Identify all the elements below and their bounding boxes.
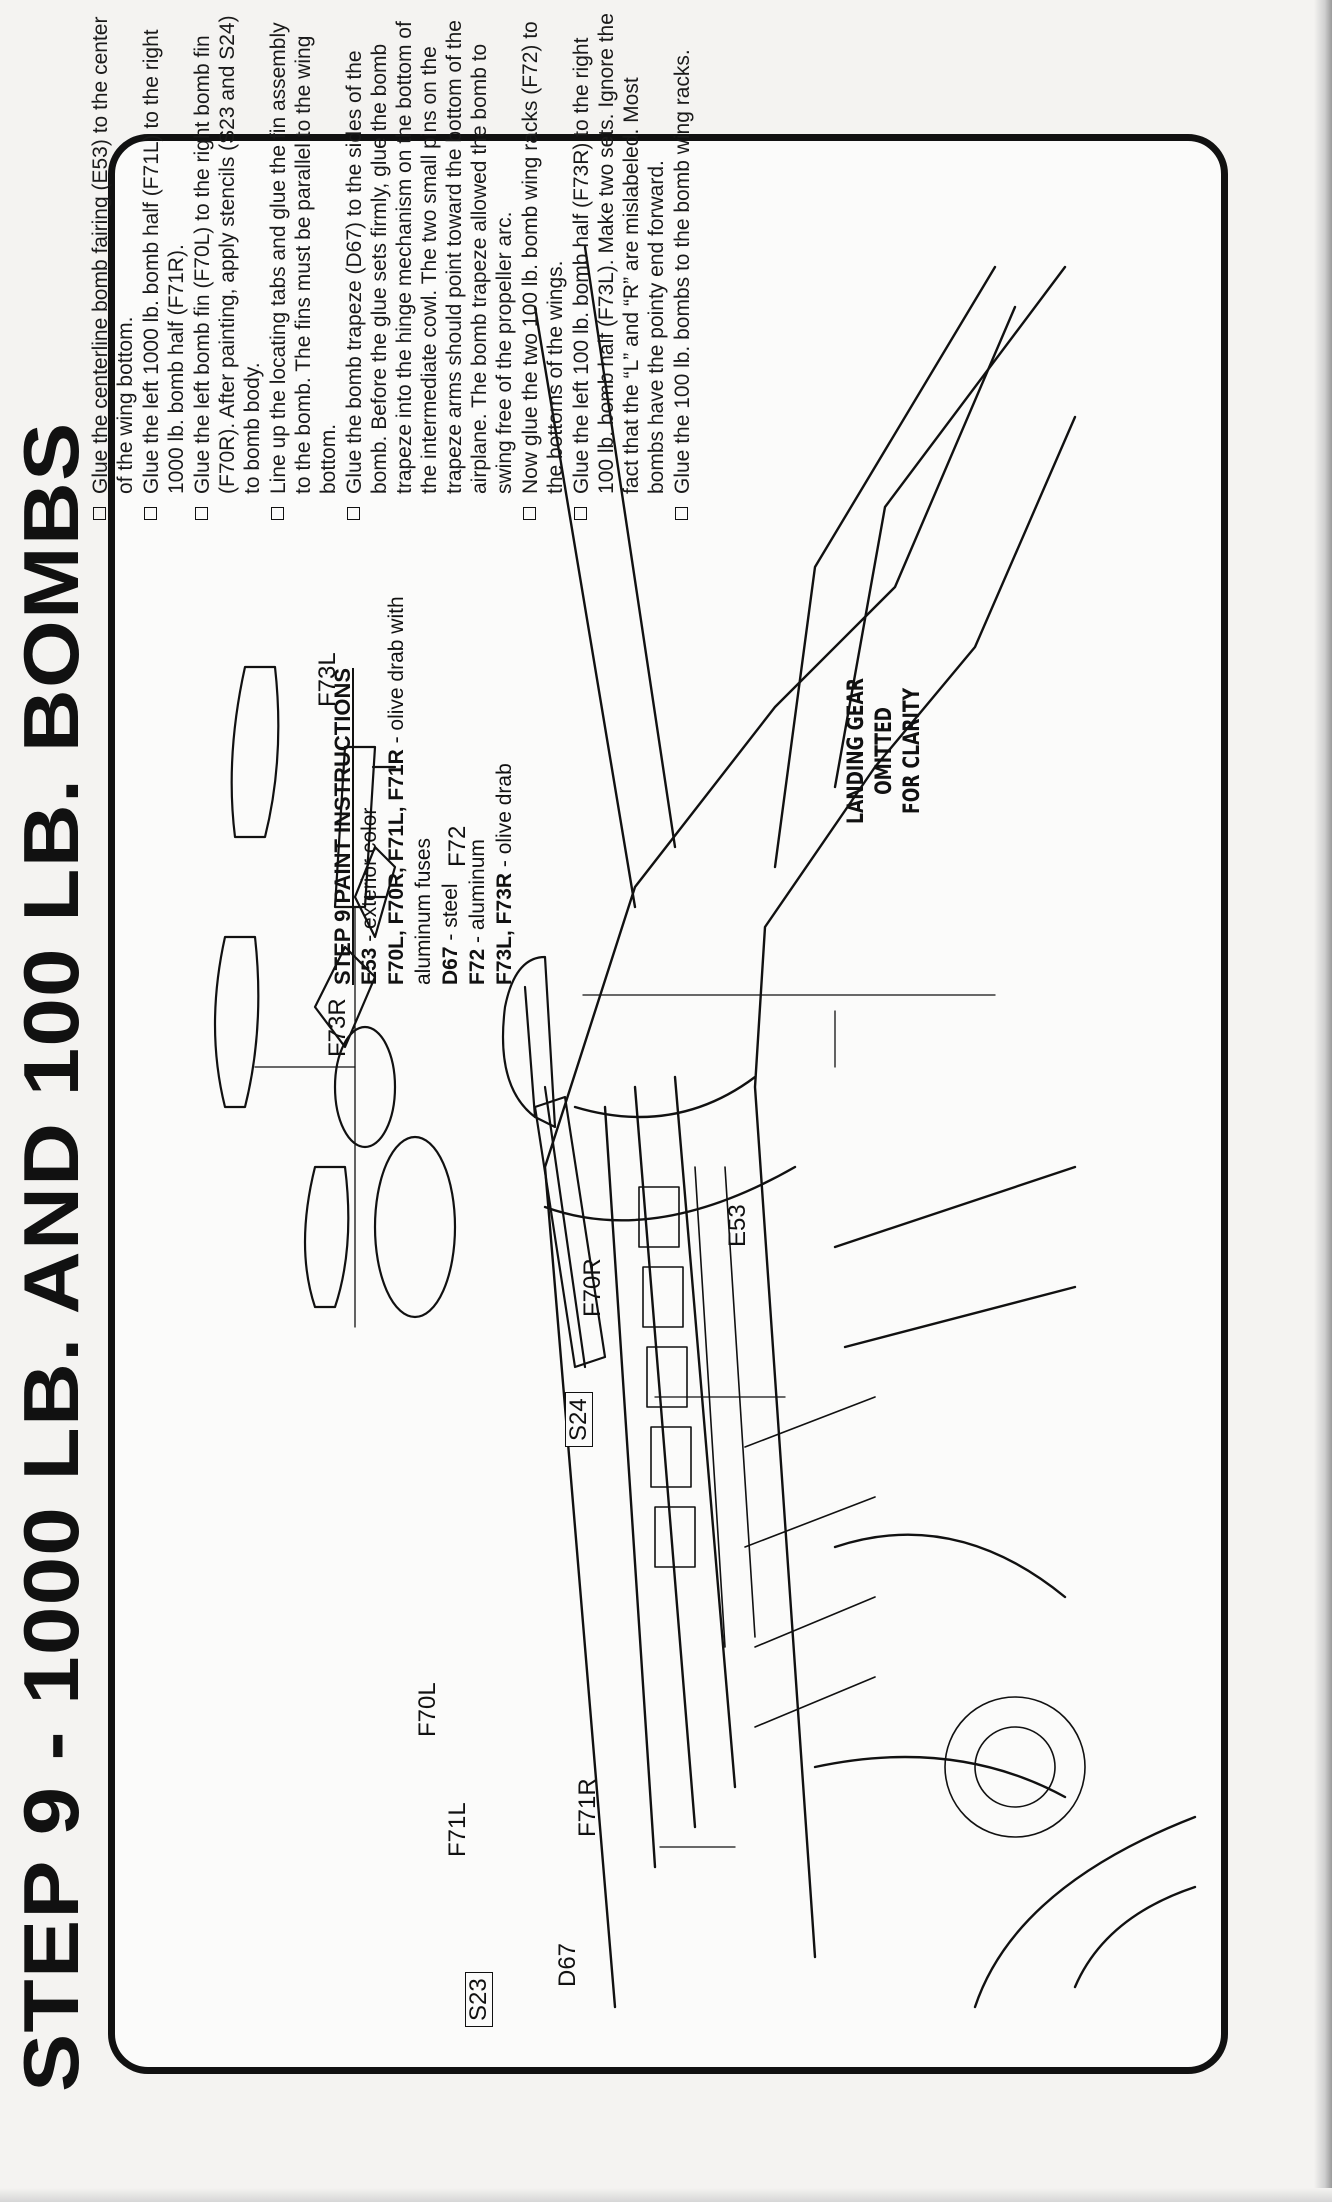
cowl-arc [973, 1815, 1197, 2009]
panel-details [638, 1166, 1086, 1838]
leader-lines [254, 906, 996, 1848]
instruction-item: Line up the locating tabs and glue the f… [266, 12, 341, 522]
label-s23: S23 [465, 1972, 493, 2027]
part-f73l [230, 665, 280, 839]
assembly-instructions: Glue the centerline bomb fairing (E53) t… [88, 12, 696, 522]
part-f73r [213, 935, 260, 1109]
part-f72 [333, 745, 397, 909]
page-bottom-edge [0, 2188, 1332, 2202]
diagram-frame: S23 F71L F70L F73R F73L S24 F70R F71R D6… [108, 134, 1228, 2074]
label-f70r: F70R [579, 1258, 606, 1317]
instruction-item: Glue the bomb trapeze (D67) to the sides… [342, 12, 517, 522]
label-f71l: F71L [444, 1802, 471, 1857]
instruction-item: Glue the centerline bomb fairing (E53) t… [88, 12, 138, 522]
checkbox-icon[interactable] [144, 507, 157, 520]
label-d67: D67 [554, 1942, 581, 1987]
checkbox-icon[interactable] [574, 507, 587, 520]
wing-underside [533, 245, 1077, 2009]
instruction-item: Glue the left bomb fin (F70L) to the rig… [190, 12, 265, 522]
instruction-item: Glue the left 1000 lb. bomb half (F71L) … [139, 12, 189, 522]
instruction-item: Glue the left 100 lb. bomb half (F73R) t… [569, 12, 669, 522]
instruction-item: Glue the 100 lb. bombs to the bomb wing … [670, 12, 695, 522]
label-s24: S24 [565, 1392, 593, 1447]
part-f71-bomb [303, 1025, 457, 1319]
instruction-item: Now glue the two 100 lb. bomb wing racks… [518, 12, 568, 522]
label-f71r: F71R [574, 1778, 601, 1837]
label-f73r: F73R [324, 998, 351, 1057]
part-d67 [533, 1085, 607, 1369]
assembly-diagram [213, 245, 1197, 2009]
checkbox-icon[interactable] [347, 507, 360, 520]
step-title: STEP 9 - 1000 LB. AND 100 LB. BOMBS [7, 421, 95, 2092]
checkbox-icon[interactable] [93, 507, 106, 520]
checkbox-icon[interactable] [523, 507, 536, 520]
part-e53 [501, 955, 557, 1129]
page-edge [1314, 0, 1332, 2202]
checkbox-icon[interactable] [195, 507, 208, 520]
label-f70l: F70L [414, 1682, 441, 1737]
part-f70l-f70r [313, 845, 397, 1049]
checkbox-icon[interactable] [271, 507, 284, 520]
landing-gear-note: LANDING GEAR OMITTED FOR CLARITY [844, 678, 925, 824]
checkbox-icon[interactable] [675, 507, 688, 520]
label-e53: E53 [724, 1204, 751, 1247]
